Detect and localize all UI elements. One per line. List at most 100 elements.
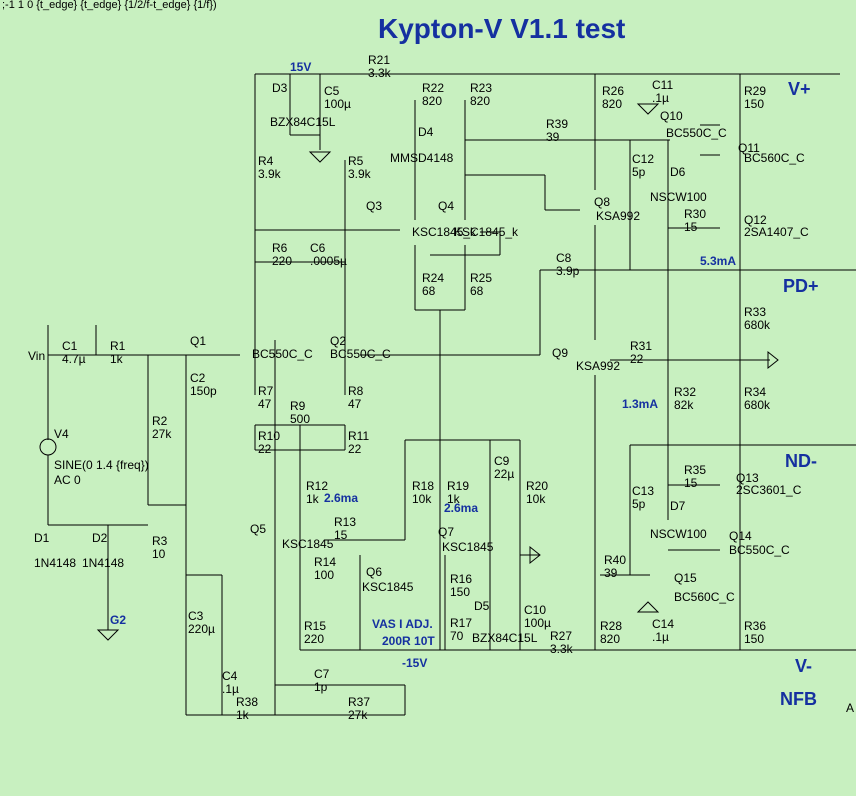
component-ref-q10: Q10: [660, 109, 683, 123]
component-ref-r10: R10: [258, 429, 280, 443]
component-value-c1: 4.7µ: [62, 352, 86, 366]
component-ref-r9: R9: [290, 399, 306, 413]
component-ref-c2: C2: [190, 371, 206, 385]
voltage-source-icon: [39, 438, 57, 456]
component-ref-q7: Q7: [438, 525, 454, 539]
component-value-q1: BC550C_C: [252, 347, 313, 361]
component-value-d5: BZX84C15L: [472, 631, 538, 645]
component-ref-r25: R25: [470, 271, 492, 285]
component-ref-r4: R4: [258, 154, 274, 168]
component-value-r4: 3.9k: [258, 167, 282, 181]
component-ref-d1: D1: [34, 531, 50, 545]
component-ref-r11: R11: [348, 429, 369, 443]
component-value-q9: KSA992: [576, 359, 620, 373]
component-value-c2: 150p: [190, 384, 217, 398]
component-ref-q6: Q6: [366, 565, 382, 579]
component-value-r5: 3.9k: [348, 167, 372, 181]
component-ref-c4: C4: [222, 669, 238, 683]
component-value-r2: 27k: [152, 427, 172, 441]
component-value-r28: 820: [600, 632, 620, 646]
annot-1-3ma: 1.3mA: [622, 397, 658, 411]
v4-label: V4: [54, 427, 69, 441]
component-value-r3: 10: [152, 547, 166, 561]
component-ref-r18: R18: [412, 479, 434, 493]
component-value-r34: 680k: [744, 398, 771, 412]
component-value-r13: 15: [334, 528, 348, 542]
component-ref-r34: R34: [744, 385, 766, 399]
component-ref-r16: R16: [450, 572, 472, 586]
rail-ndminus: ND-: [785, 451, 817, 471]
component-ref-r29: R29: [744, 84, 766, 98]
component-value-r27: 3.3k: [550, 642, 574, 656]
ground-icon-c14: [636, 601, 660, 613]
component-ref-r8: R8: [348, 384, 364, 398]
component-value-r37: 27k: [348, 708, 368, 722]
component-ref-c12: C12: [632, 152, 654, 166]
component-value-r25: 68: [470, 284, 484, 298]
component-value-r9: 500: [290, 412, 310, 426]
component-value-r20: 10k: [526, 492, 546, 506]
component-ref-d4: D4: [418, 125, 434, 139]
component-value-r32: 82k: [674, 398, 694, 412]
component-ref-q4: Q4: [438, 199, 454, 213]
component-ref-r24: R24: [422, 271, 444, 285]
component-value-d3: BZX84C15L: [270, 115, 336, 129]
component-value-c14: .1µ: [652, 630, 669, 644]
component-value-q11: BC560C_C: [744, 151, 805, 165]
annot-vas2: 200R 10T: [382, 634, 435, 648]
component-value-q13: 2SC3601_C: [736, 483, 802, 497]
component-ref-r15: R15: [304, 619, 326, 633]
component-ref-r19: R19: [447, 479, 469, 493]
component-ref-c6: C6: [310, 241, 326, 255]
component-value-r17: 70: [450, 629, 464, 643]
component-value-r33: 680k: [744, 318, 771, 332]
component-value-r23: 820: [470, 94, 490, 108]
annot-5-3ma: 5.3mA: [700, 254, 736, 268]
component-value-c10: 100µ: [524, 616, 551, 630]
component-value-d6: NSCW100: [650, 190, 707, 204]
component-ref-c10: C10: [524, 603, 546, 617]
component-value-d1: 1N4148: [34, 556, 76, 570]
component-ref-q13: Q13: [736, 471, 759, 485]
component-value-c7: 1p: [314, 680, 328, 694]
component-value-r11: 22: [348, 442, 362, 456]
component-ref-c3: C3: [188, 609, 204, 623]
component-value-r10: 22: [258, 442, 272, 456]
component-ref-q12: Q12: [744, 213, 767, 227]
component-ref-r13: R13: [334, 515, 356, 529]
component-value-c12: 5p: [632, 165, 646, 179]
ground-icon-c5: [308, 151, 332, 163]
annot-2-6ma-b: 2.6ma: [444, 501, 478, 515]
component-ref-r1: R1: [110, 339, 126, 353]
component-value-d4: MMSD4148: [390, 151, 454, 165]
component-value-q8: KSA992: [596, 209, 640, 223]
component-value-r12: 1k: [306, 492, 320, 506]
component-ref-d7: D7: [670, 499, 686, 513]
component-value-r30: 15: [684, 220, 698, 234]
component-value-d2: 1N4148: [82, 556, 124, 570]
g2-label: G2: [110, 613, 126, 627]
component-value-r39: 39: [546, 130, 560, 144]
component-ref-d2: D2: [92, 531, 108, 545]
component-ref-c9: C9: [494, 454, 510, 468]
component-ref-q8: Q8: [594, 195, 610, 209]
component-ref-r37: R37: [348, 695, 370, 709]
component-value-r7: 47: [258, 397, 272, 411]
component-value-r8: 47: [348, 397, 362, 411]
component-ref-c1: C1: [62, 339, 78, 353]
component-ref-r17: R17: [450, 616, 472, 630]
component-ref-c13: C13: [632, 484, 654, 498]
rail-vminus: V-: [795, 656, 812, 676]
component-value-r35: 15: [684, 476, 698, 490]
component-value-q5: KSC1845: [282, 537, 334, 551]
component-value-c6: .0005µ: [310, 254, 347, 268]
component-value-q12: 2SA1407_C: [744, 225, 809, 239]
page-title: Kypton-V V1.1 test: [378, 13, 625, 44]
ground-symbols: [96, 103, 779, 641]
rail-pdplus: PD+: [783, 276, 819, 296]
component-value-c9: 22µ: [494, 467, 514, 481]
component-ref-d6: D6: [670, 165, 686, 179]
vin-label: Vin: [28, 349, 45, 363]
